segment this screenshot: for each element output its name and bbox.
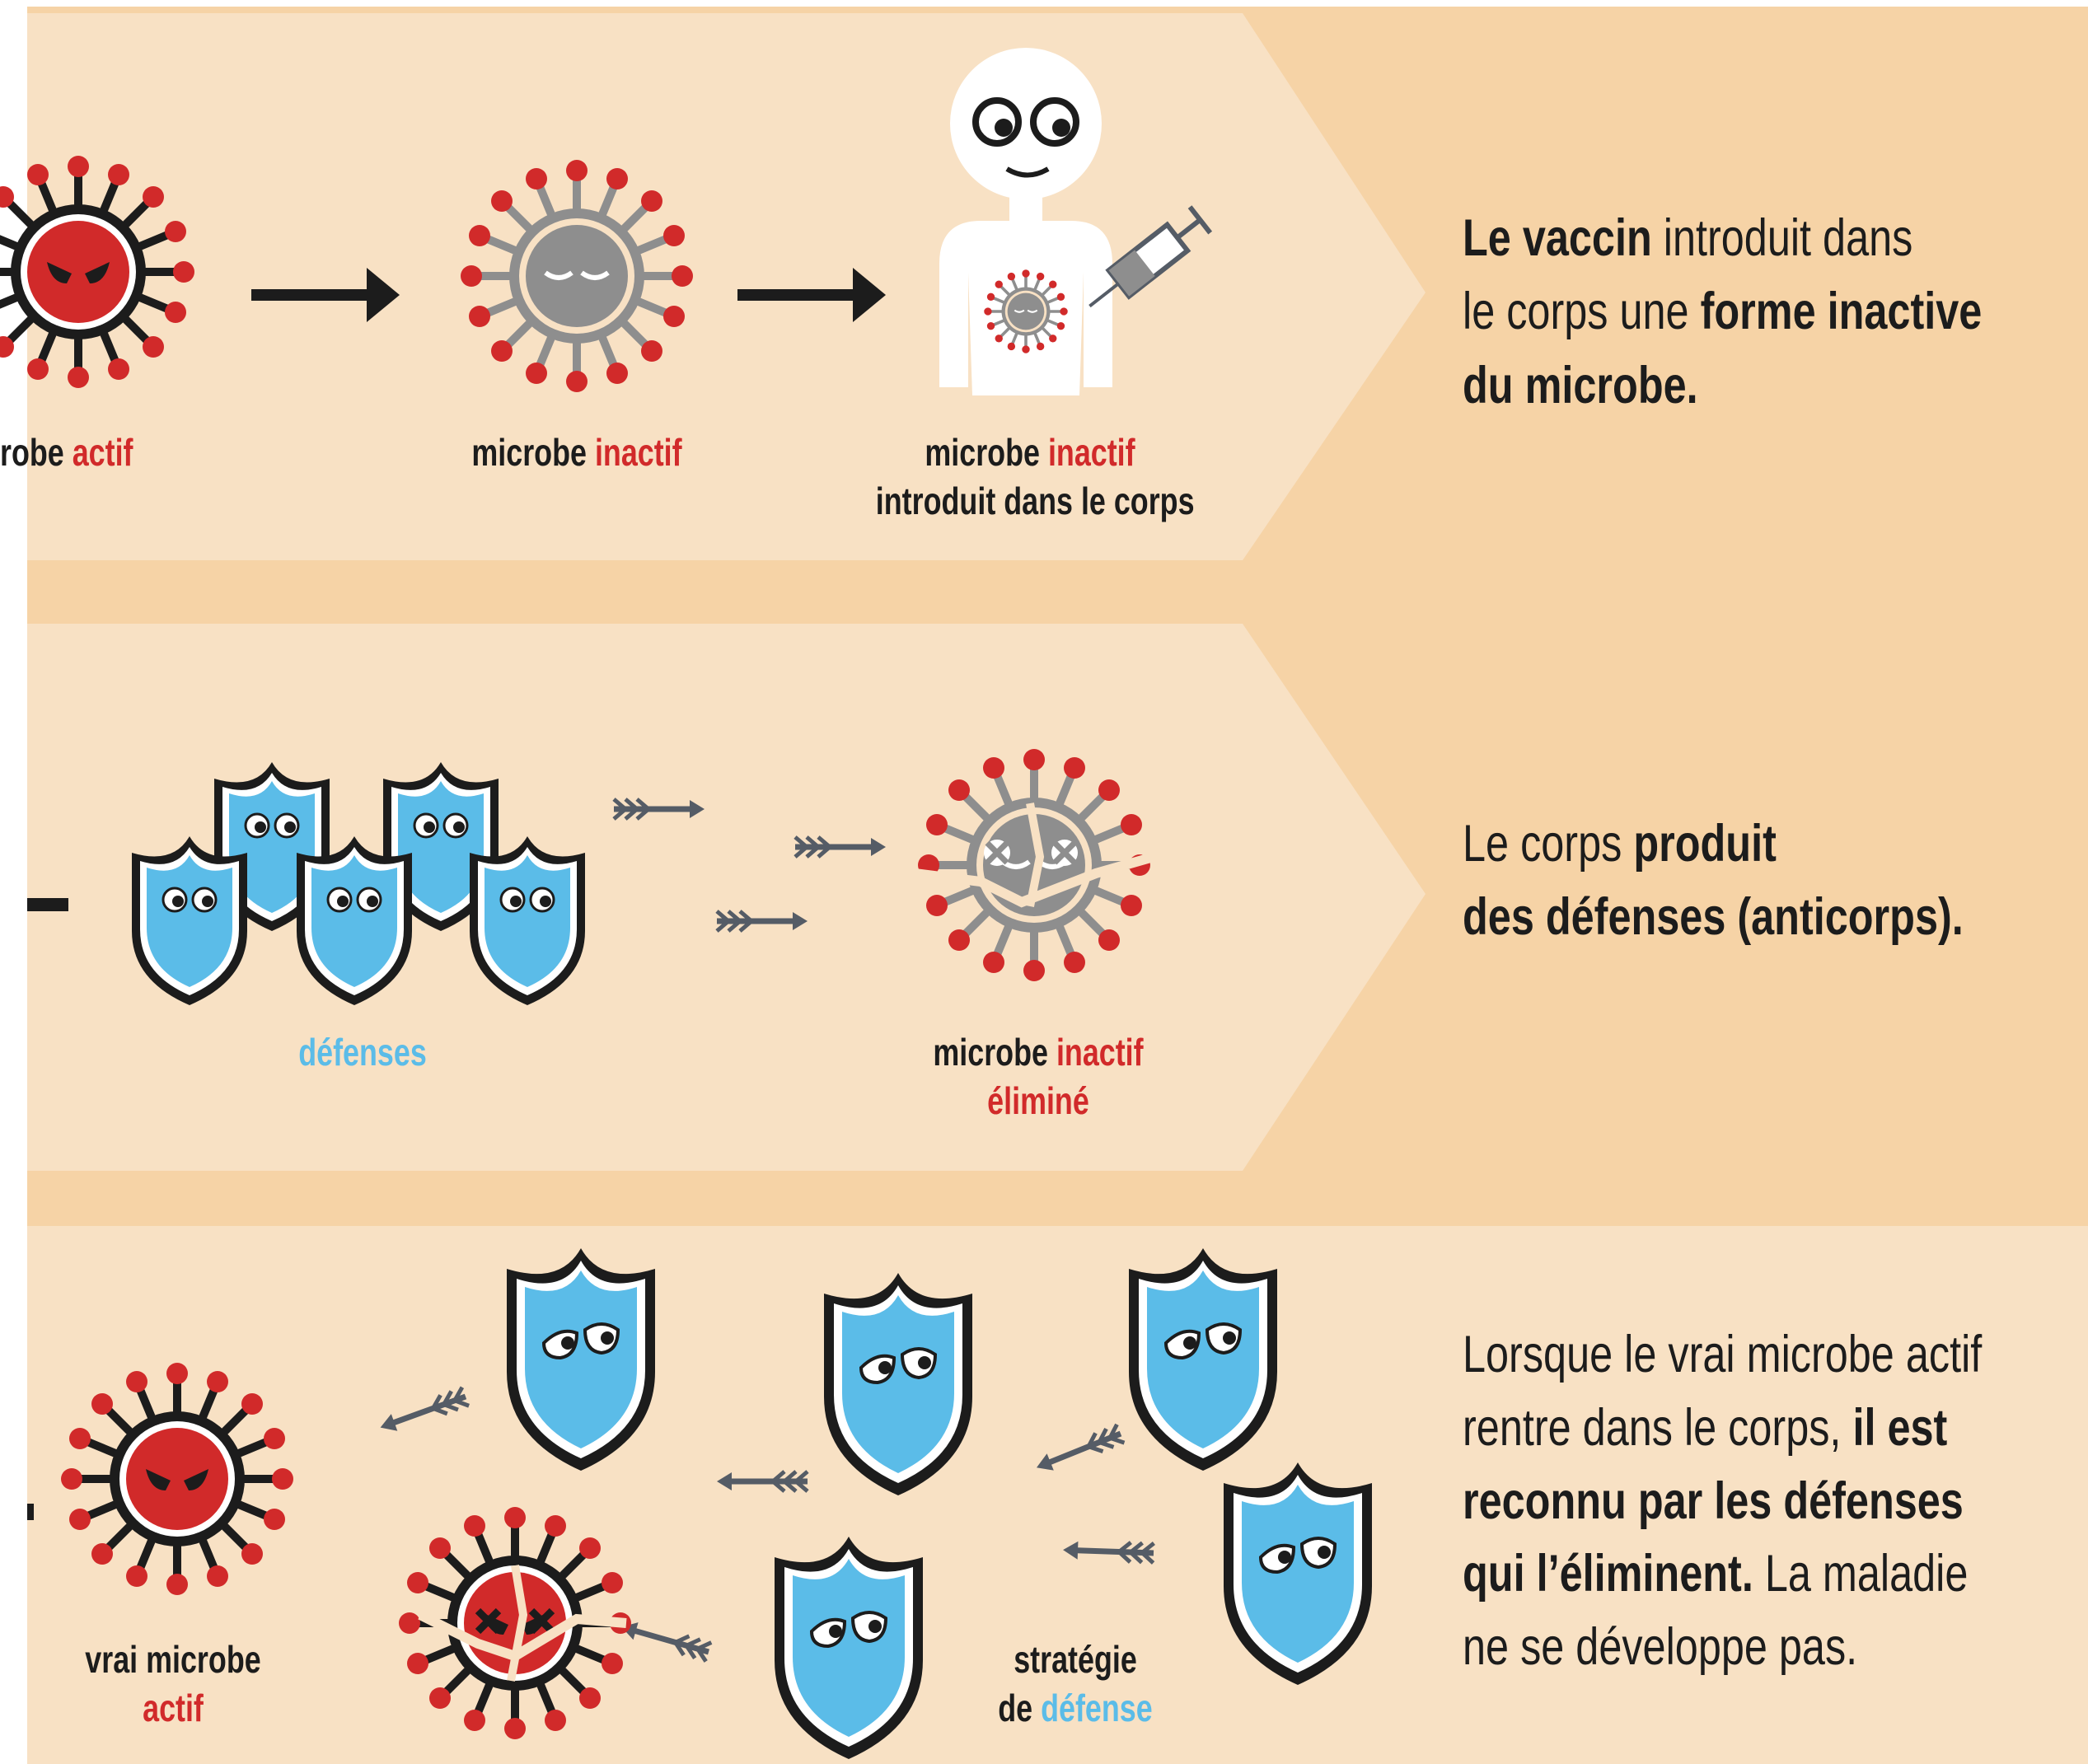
text-bold: des défenses (anticorps). <box>1463 888 1964 947</box>
injected-microbe-icon <box>982 268 1070 355</box>
label-real-microbe: vrai microbe actif <box>77 1635 269 1733</box>
label-highlight: actif <box>72 431 133 474</box>
label-active-microbe: robe actif <box>0 428 193 477</box>
label-text: robe <box>0 431 64 474</box>
step3-description: Lorsque le vrai microbe actif rentre dan… <box>1463 1318 1982 1684</box>
label-text: introduit dans le corps <box>875 479 1195 522</box>
inactive-microbe-icon <box>461 160 693 392</box>
text-bold: du microbe. <box>1463 356 1698 414</box>
label-highlight: inactif <box>594 431 682 474</box>
label-highlight: éliminé <box>987 1079 1089 1122</box>
label-eliminated-microbe: microbe inactif éliminé <box>910 1028 1167 1125</box>
broken-microbe-icon <box>915 749 1155 981</box>
label-text: microbe <box>925 431 1040 474</box>
text-bold: forme inactive <box>1700 283 1983 341</box>
label-defenses: défenses <box>298 1031 427 1074</box>
text-bold: reconnu par les défenses <box>1463 1472 1964 1530</box>
text-bold: produit <box>1633 815 1777 873</box>
syringe-icon <box>1088 205 1213 308</box>
text-bold: il est <box>1852 1398 1948 1457</box>
label-text: microbe <box>471 431 587 474</box>
label-inactive-microbe: microbe inactif <box>448 428 705 477</box>
label-highlight: inactif <box>1056 1031 1144 1074</box>
text-plain: La maladie <box>1753 1545 1969 1603</box>
active-microbe-icon <box>61 1363 293 1595</box>
label-highlight: actif <box>143 1686 204 1729</box>
label-text: de <box>998 1686 1033 1729</box>
step1-description: Le vaccin introduit dans le corps une fo… <box>1463 202 1982 423</box>
label-highlight: inactif <box>1047 431 1135 474</box>
label-text: microbe <box>933 1031 1048 1074</box>
arrow-icon <box>251 268 400 322</box>
label-defense-strategy: stratégie de défense <box>976 1635 1175 1733</box>
text-plain: Lorsque le vrai microbe actif <box>1463 1326 1983 1383</box>
band-step1 <box>27 13 1426 560</box>
text-plain: ne se développe pas. <box>1463 1618 1858 1677</box>
band-step3 <box>27 1226 2088 1764</box>
text-bold: Le vaccin <box>1463 209 1652 267</box>
text-plain: introduit dans <box>1651 209 1913 267</box>
broken-active-microbe-icon <box>399 1507 631 1739</box>
step2-description: Le corps produit des défenses (anticorps… <box>1463 807 1964 955</box>
text-plain: Le corps <box>1463 815 1634 873</box>
band-edge-mark <box>27 1504 34 1520</box>
label-injected-microbe: microbe inactif introduit dans le corps <box>876 428 1195 526</box>
text-plain: le corps une <box>1463 283 1701 341</box>
label-highlight: défense <box>1041 1686 1153 1729</box>
label-text: stratégie <box>1014 1638 1137 1681</box>
text-plain: rentre dans le corps, <box>1463 1398 1853 1457</box>
text-bold: qui l’éliminent. <box>1463 1545 1753 1603</box>
arrow-icon <box>737 268 886 322</box>
band-edge-mark <box>27 898 68 911</box>
label-text: vrai microbe <box>85 1638 261 1681</box>
